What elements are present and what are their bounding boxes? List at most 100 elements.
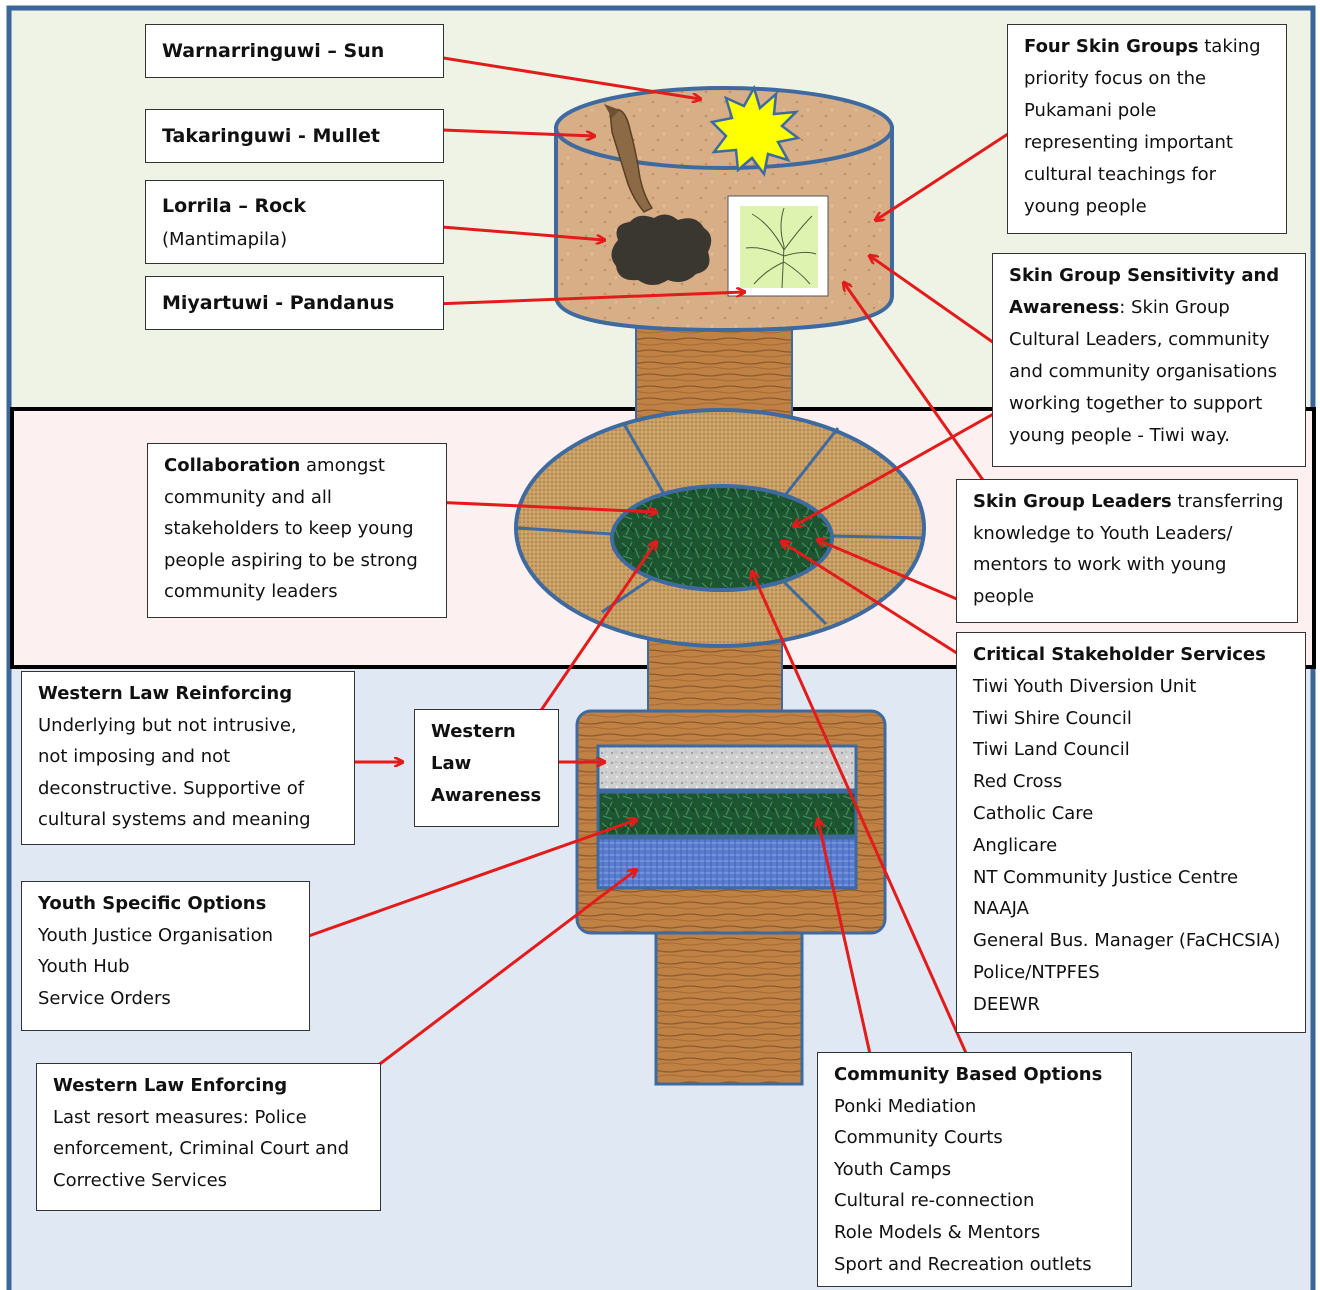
community-item: Sport and Recreation outlets: [834, 1253, 1092, 1275]
label-rock-title: Lorrila – Rock: [162, 195, 307, 217]
stakeholder-item: Tiwi Youth Diversion Unit: [973, 675, 1197, 697]
sensitivity-line-3: Cultural Leaders, community: [1009, 329, 1270, 350]
arrow-sensitivity-2: [794, 406, 1005, 526]
arrow-sensitivity-1: [870, 256, 1005, 352]
reinforcing-line-3: deconstructive. Supportive of: [38, 777, 305, 799]
stakeholder-item: Catholic Care: [973, 802, 1094, 824]
label-pandanus-text: Miyartuwi - Pandanus: [162, 292, 395, 314]
stakeholder-item: Police/NTPFES: [973, 961, 1100, 983]
skin-leaders-line-4: people: [973, 585, 1035, 607]
stakeholder-item: Tiwi Shire Council: [973, 707, 1132, 729]
four-skin-line-3: Pukamani pole: [1024, 100, 1157, 121]
awareness-line-3: Awareness: [431, 785, 542, 806]
four-skin-bold: Four Skin Groups: [1024, 36, 1199, 57]
label-mullet: Takaringuwi - Mullet: [145, 109, 444, 163]
collaboration-line-3: stakeholders to keep young: [164, 518, 414, 540]
sensitivity-bold-1: Skin Group Sensitivity and: [1009, 265, 1280, 286]
label-rock-sub: (Mantimapila): [162, 229, 288, 250]
arrow-sun: [405, 50, 700, 99]
arrow-collaboration: [431, 500, 656, 512]
community-item: Community Courts: [834, 1127, 1003, 1149]
reinforcing-title: Western Law Reinforcing: [38, 683, 293, 704]
middle-ring: [514, 408, 926, 648]
reinforcing-line-2: not imposing and not: [38, 746, 231, 768]
label-western-law-awareness: Western Law Awareness: [414, 709, 559, 827]
awareness-line-1: Western: [431, 721, 516, 742]
label-skin-group-leaders: Skin Group Leaders transferring knowledg…: [956, 479, 1298, 623]
arrow-four-skin: [876, 128, 1015, 220]
youth-specific-item: Youth Hub: [38, 956, 130, 978]
enforcing-line-1: Last resort measures: Police: [53, 1106, 307, 1128]
arrow-pandanus: [433, 292, 744, 306]
community-title: Community Based Options: [834, 1064, 1103, 1085]
enforcing-title: Western Law Enforcing: [53, 1075, 288, 1096]
stakeholder-item: DEEWR: [973, 993, 1040, 1015]
label-western-law-enforcing: Western Law Enforcing Last resort measur…: [36, 1063, 381, 1211]
arrow-stakeholders: [782, 542, 975, 666]
stakeholder-item: General Bus. Manager (FaCHCSIA): [973, 930, 1281, 952]
label-youth-specific-options: Youth Specific Options Youth Justice Org…: [21, 881, 310, 1031]
enforcing-line-3: Corrective Services: [53, 1169, 228, 1191]
pole-neck-middle: [647, 639, 783, 717]
sensitivity-line-4: and community organisations: [1009, 361, 1278, 382]
collaboration-line-5: community leaders: [164, 581, 338, 603]
community-item: Role Models & Mentors: [834, 1221, 1041, 1243]
label-pandanus: Miyartuwi - Pandanus: [145, 276, 444, 330]
arrow-community-2: [752, 572, 972, 1063]
sensitivity-line-6: young people - Tiwi way.: [1009, 425, 1231, 446]
community-item: Youth Camps: [834, 1158, 952, 1180]
four-skin-line-1: taking: [1204, 36, 1261, 57]
label-collaboration: Collaboration amongst community and all …: [147, 443, 447, 618]
arrow-youth-specific: [285, 820, 636, 946]
arrow-enforcing: [355, 870, 636, 1084]
label-community-based-options: Community Based Options Ponki Mediation …: [817, 1052, 1132, 1287]
stakeholder-item: NAAJA: [973, 898, 1029, 920]
lower-block: [575, 709, 887, 935]
collaboration-bold: Collaboration: [164, 455, 301, 476]
skin-leaders-line-3: mentors to work with young: [973, 554, 1227, 576]
collaboration-line-2: community and all: [164, 486, 332, 508]
pole-neck-upper: [635, 321, 793, 423]
community-item: Cultural re-connection: [834, 1190, 1035, 1212]
skin-leaders-line-2: knowledge to Youth Leaders/: [973, 522, 1233, 544]
label-western-law-reinforcing: Western Law Reinforcing Underlying but n…: [21, 671, 355, 845]
label-rock: Lorrila – Rock (Mantimapila): [145, 180, 444, 264]
four-skin-line-4: representing important: [1024, 132, 1233, 153]
four-skin-line-5: cultural teachings for: [1024, 164, 1217, 185]
youth-specific-item: Youth Justice Organisation: [38, 924, 274, 946]
enforcing-line-2: enforcement, Criminal Court and: [53, 1138, 350, 1160]
four-skin-line-2: priority focus on the: [1024, 68, 1207, 89]
pole-base: [654, 926, 804, 1086]
community-item: Ponki Mediation: [834, 1095, 977, 1117]
stakeholder-item: Tiwi Land Council: [973, 739, 1130, 761]
reinforcing-line-1: Underlying but not intrusive,: [38, 714, 297, 736]
sensitivity-rest-2: : Skin Group: [1119, 297, 1230, 318]
label-skin-group-sensitivity: Skin Group Sensitivity and Awareness: Sk…: [992, 253, 1306, 467]
label-mullet-text: Takaringuwi - Mullet: [162, 125, 380, 147]
collaboration-line-4: people aspiring to be strong: [164, 549, 418, 571]
awareness-line-2: Law: [431, 753, 472, 774]
stakeholders-title: Critical Stakeholder Services: [973, 644, 1266, 665]
stakeholder-item: Red Cross: [973, 771, 1063, 793]
pandanus-plant-icon: [727, 195, 829, 297]
label-sun-text: Warnarringuwi – Sun: [162, 40, 385, 62]
label-critical-stakeholder-services: Critical Stakeholder Services Tiwi Youth…: [956, 632, 1306, 1033]
rock-icon: [611, 214, 712, 285]
arrow-skin-leaders-2: [818, 540, 979, 610]
reinforcing-line-4: cultural systems and meaning: [38, 809, 311, 831]
four-skin-line-6: young people: [1024, 196, 1147, 217]
label-sun: Warnarringuwi – Sun: [145, 24, 444, 78]
stakeholder-item: Anglicare: [973, 834, 1058, 856]
sun-icon: [709, 84, 801, 177]
stakeholder-item: NT Community Justice Centre: [973, 866, 1239, 888]
label-four-skin-groups: Four Skin Groups taking priority focus o…: [1007, 24, 1287, 234]
arrow-community-1: [818, 820, 876, 1073]
youth-specific-item: Service Orders: [38, 987, 171, 1009]
sensitivity-line-5: working together to support: [1009, 393, 1263, 414]
skin-leaders-bold: Skin Group Leaders: [973, 491, 1172, 512]
youth-specific-title: Youth Specific Options: [38, 893, 267, 914]
skin-leaders-line-1: transferring: [1177, 491, 1284, 512]
arrow-skin-leaders-1: [844, 283, 992, 491]
collaboration-line-1: amongst: [306, 455, 385, 476]
sensitivity-bold-2: Awareness: [1009, 297, 1120, 318]
